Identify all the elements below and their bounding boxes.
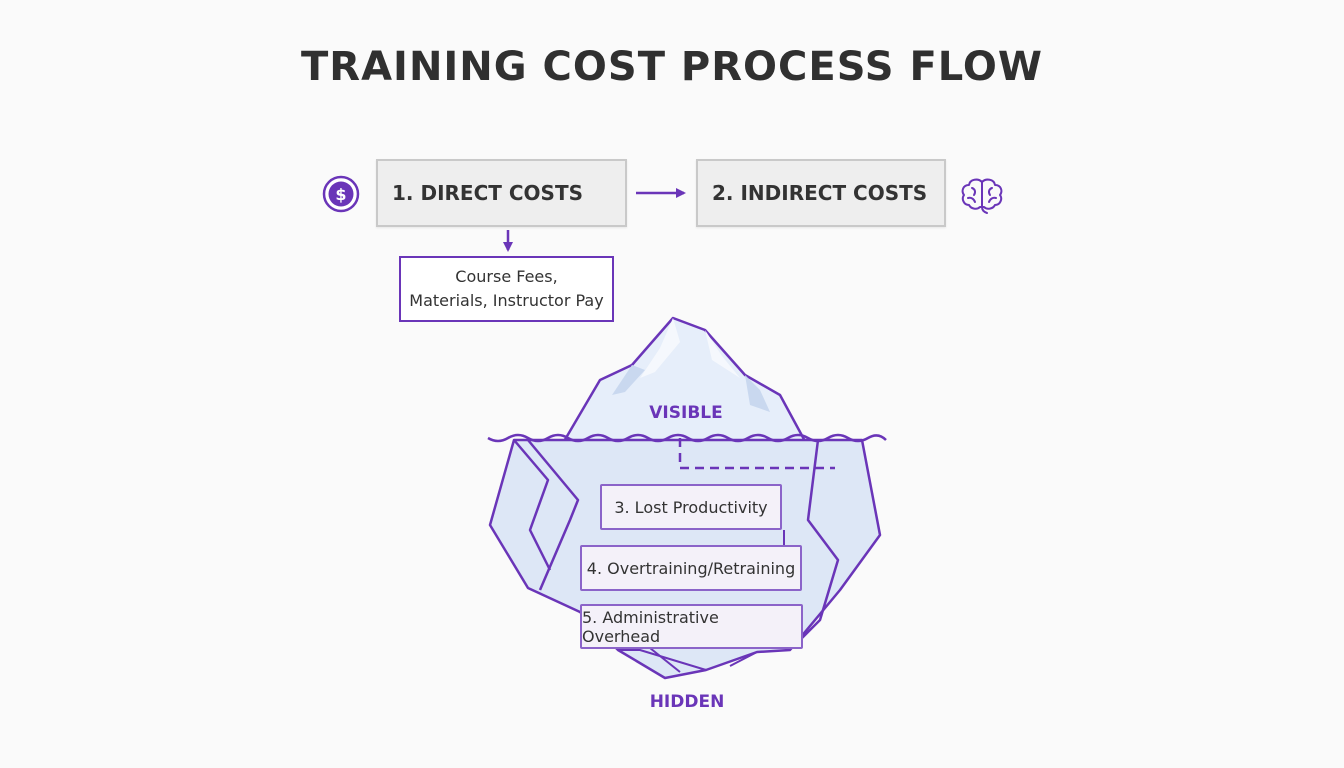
hidden-label: HIDDEN	[649, 692, 725, 712]
details-line-1: Course Fees,	[455, 267, 558, 286]
brain-icon	[958, 176, 1006, 216]
dollar-coin-icon: $	[322, 175, 360, 213]
svg-text:$: $	[335, 185, 346, 204]
water-line	[487, 433, 887, 443]
direct-costs-box: 1. DIRECT COSTS	[376, 159, 627, 227]
iceberg-tip	[561, 316, 808, 445]
page-title: TRAINING COST PROCESS FLOW	[301, 44, 1043, 90]
indirect-costs-label: 2. INDIRECT COSTS	[712, 181, 928, 205]
indirect-costs-box: 2. INDIRECT COSTS	[696, 159, 946, 227]
direct-costs-label: 1. DIRECT COSTS	[392, 181, 583, 205]
visible-label: VISIBLE	[649, 403, 723, 423]
hidden-item-admin-overhead: 5. Administrative Overhead	[580, 604, 803, 649]
direct-costs-details: Course Fees, Materials, Instructor Pay	[399, 256, 614, 322]
details-line-2: Materials, Instructor Pay	[409, 291, 604, 310]
hidden-item-overtraining: 4. Overtraining/Retraining	[580, 545, 802, 591]
hidden-item-lost-productivity: 3. Lost Productivity	[600, 484, 782, 530]
